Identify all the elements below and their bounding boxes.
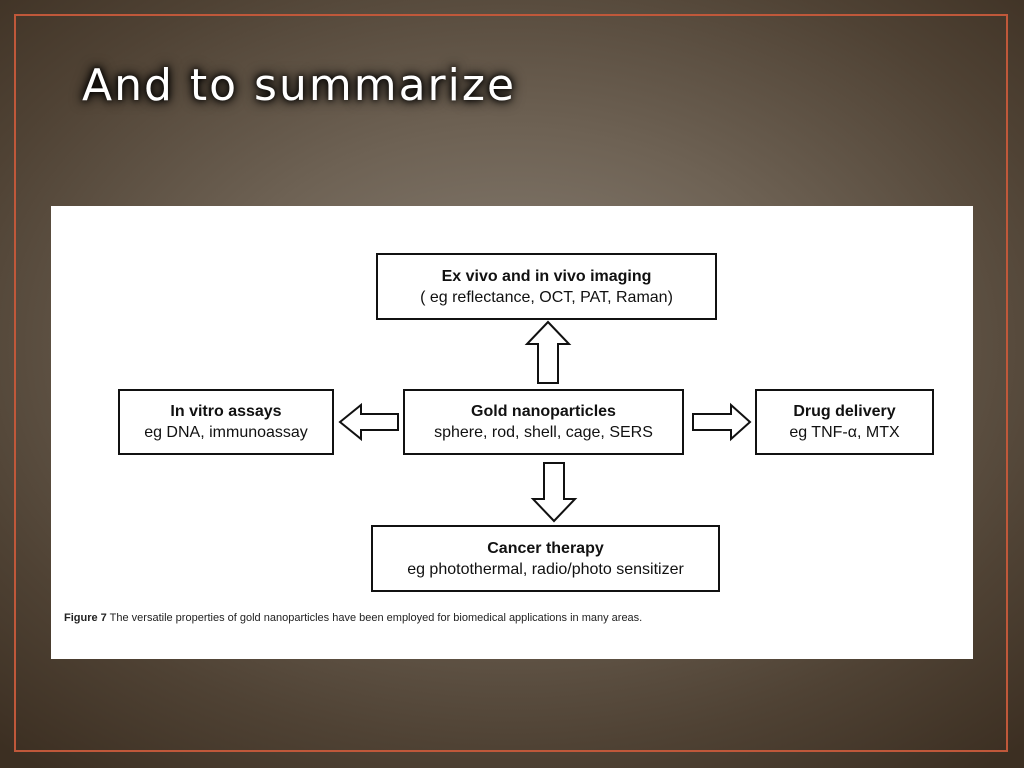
figure-caption-text: The versatile properties of gold nanopar… [106,612,643,624]
node-in-vitro-subtitle: eg DNA, immunoassay [144,424,308,441]
node-drug-delivery: Drug delivery eg TNF-α, MTX [755,389,934,455]
node-cancer-therapy: Cancer therapy eg photothermal, radio/ph… [371,525,720,592]
node-gold-nanoparticles: Gold nanoparticles sphere, rod, shell, c… [403,389,684,455]
figure-caption: Figure 7 The versatile properties of gol… [64,612,642,624]
arrow-left [338,402,399,442]
slide-frame [14,14,1008,752]
node-in-vitro: In vitro assays eg DNA, immunoassay [118,389,334,455]
node-gold-subtitle: sphere, rod, shell, cage, SERS [434,424,653,441]
node-in-vitro-title: In vitro assays [170,403,282,420]
slide-title: And to summarize [82,60,517,111]
node-gold-title: Gold nanoparticles [471,403,616,420]
node-imaging: Ex vivo and in vivo imaging ( eg reflect… [376,253,717,320]
figure-number: Figure 7 [64,612,107,624]
diagram-arrows [338,320,752,523]
node-imaging-subtitle: ( eg reflectance, OCT, PAT, Raman) [420,288,673,306]
node-cancer-title: Cancer therapy [487,539,604,557]
node-cancer-subtitle: eg photothermal, radio/photo sensitizer [407,560,684,578]
figure-panel: Ex vivo and in vivo imaging ( eg reflect… [51,206,973,659]
arrow-down [530,462,578,523]
node-imaging-title: Ex vivo and in vivo imaging [441,267,652,285]
arrow-right [692,402,752,442]
arrow-up [524,320,572,384]
node-drug-subtitle: eg TNF-α, MTX [789,424,900,441]
node-drug-title: Drug delivery [793,403,896,420]
